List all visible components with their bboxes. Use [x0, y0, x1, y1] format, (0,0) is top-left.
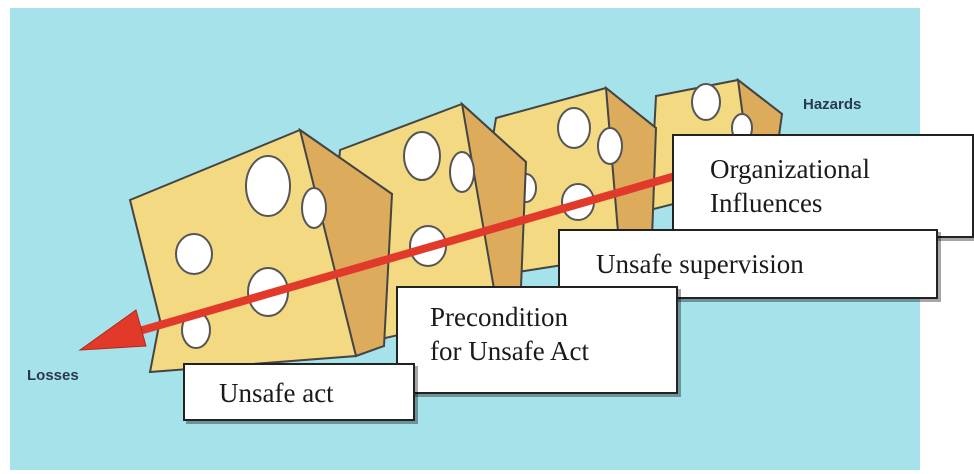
precondition-label-line-2: for Unsafe Act [430, 334, 676, 368]
precondition-box: Precondition for Unsafe Act [396, 286, 678, 394]
organizational-label-line-1: Organizational [710, 152, 972, 186]
supervision-label: Unsafe supervision [596, 247, 936, 281]
unsafe-act-label: Unsafe act [219, 376, 413, 410]
precondition-label-line-1: Precondition [430, 300, 676, 334]
organizational-label-line-2: Influences [710, 186, 972, 220]
organizational-influences-box: Organizational Influences [672, 134, 974, 238]
hazards-label: Hazards [803, 96, 861, 113]
unsafe-act-box: Unsafe act [183, 363, 415, 421]
losses-label: Losses [27, 367, 79, 384]
